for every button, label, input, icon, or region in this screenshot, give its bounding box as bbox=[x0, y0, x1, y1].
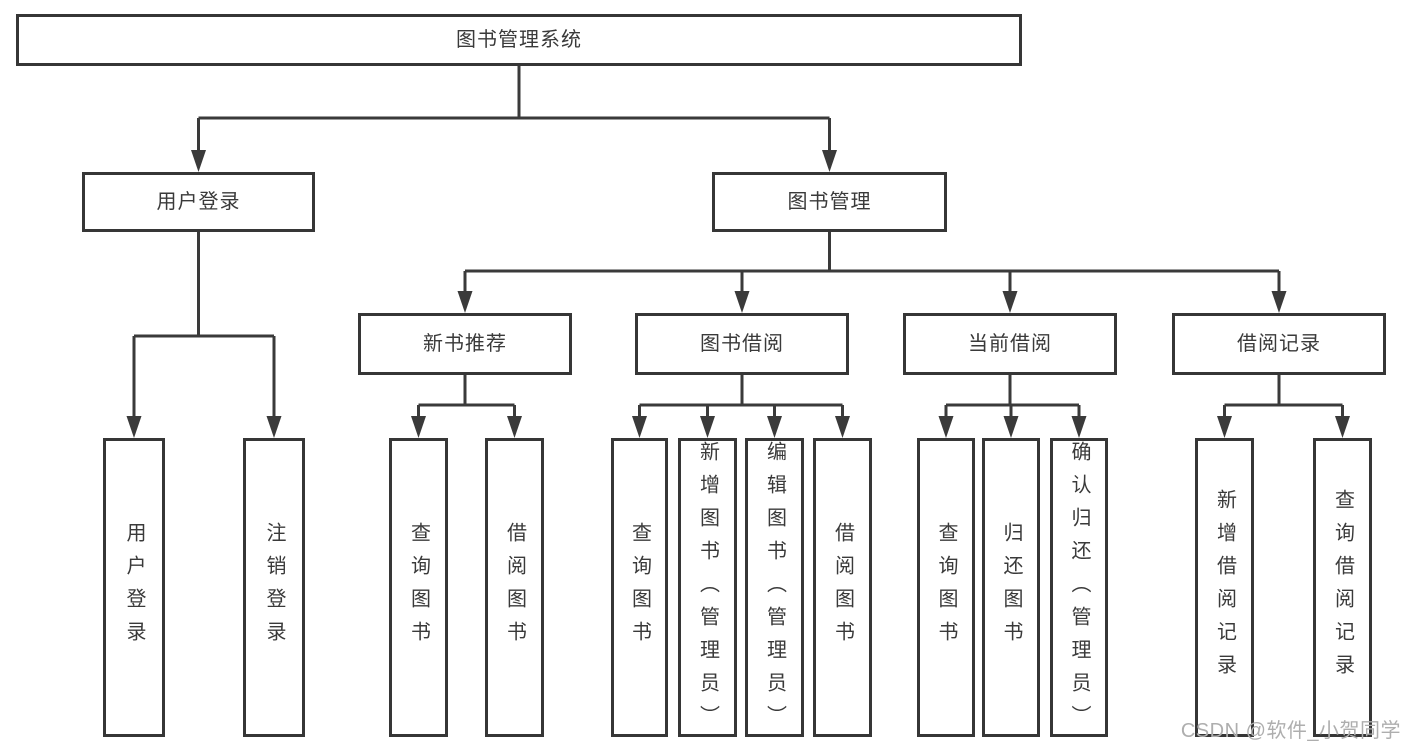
leaf-query-books-current: 查询图书 bbox=[917, 438, 975, 737]
leaf-return-book: 归还图书 bbox=[982, 438, 1040, 737]
leaf-add-book-admin: 新增图书（管理员） bbox=[678, 438, 737, 738]
node-borrow-records: 借阅记录 bbox=[1172, 313, 1386, 375]
leaf-borrow-books: 借阅图书 bbox=[813, 438, 872, 737]
leaf-query-borrow-record: 查询借阅记录 bbox=[1313, 438, 1372, 737]
leaf-add-borrow-record: 新增借阅记录 bbox=[1195, 438, 1254, 737]
leaf-logout: 注销登录 bbox=[243, 438, 305, 737]
node-user-login: 用户登录 bbox=[82, 172, 315, 232]
leaf-confirm-return-admin: 确认归还（管理员） bbox=[1050, 438, 1108, 738]
leaf-borrow-books-recommend: 借阅图书 bbox=[485, 438, 544, 737]
leaf-query-books-recommend: 查询图书 bbox=[389, 438, 448, 737]
leaf-user-login: 用户登录 bbox=[103, 438, 165, 737]
node-current-borrow: 当前借阅 bbox=[903, 313, 1117, 375]
leaf-query-books-borrow: 查询图书 bbox=[611, 438, 668, 737]
leaf-edit-book-admin: 编辑图书（管理员） bbox=[745, 438, 804, 738]
node-new-book-recommend: 新书推荐 bbox=[358, 313, 572, 375]
node-root: 图书管理系统 bbox=[16, 14, 1022, 66]
node-book-management: 图书管理 bbox=[712, 172, 947, 232]
node-book-borrow: 图书借阅 bbox=[635, 313, 849, 375]
